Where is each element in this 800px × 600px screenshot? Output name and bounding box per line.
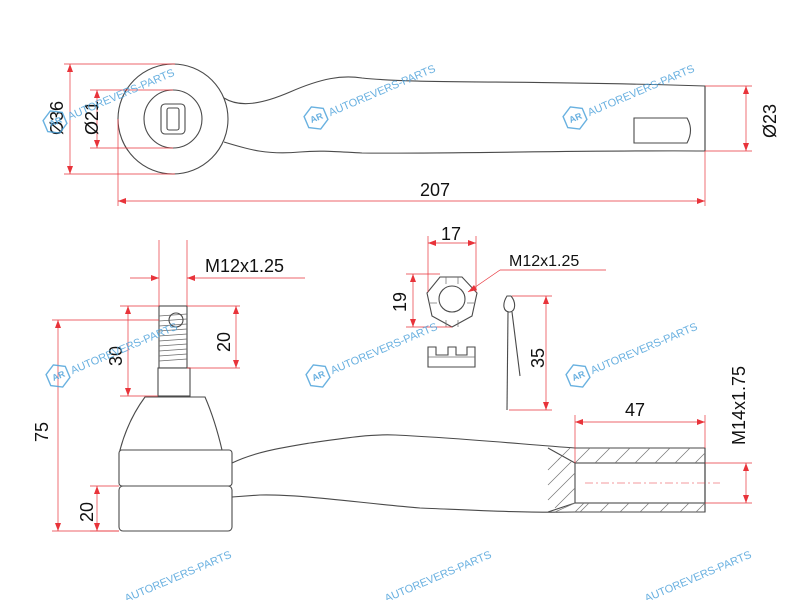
nut-thread-label: M12x1.25 — [509, 253, 579, 270]
watermark-2: AR AUTOREVERS-PARTS — [301, 63, 437, 134]
base-height-label: 20 — [77, 502, 97, 522]
watermark-logo-text: AR — [48, 114, 64, 128]
watermark-text: AUTOREVERS-PARTS — [383, 549, 493, 600]
watermark-text: AUTOREVERS-PARTS — [643, 549, 753, 600]
watermark-text: AUTOREVERS-PARTS — [123, 549, 233, 600]
castle-nut — [426, 276, 478, 368]
stud-pin-hole — [168, 312, 184, 328]
nut-dimensions: 17 19 M12x1.25 — [390, 224, 606, 328]
watermark-6: AR AUTOREVERS-PARTS — [563, 321, 699, 392]
eye-outer-circle — [117, 63, 229, 175]
watermark-7: AUTOREVERS-PARTS — [123, 549, 233, 600]
thread-length-label: 20 — [214, 332, 234, 352]
watermark-logo-text: AR — [311, 368, 327, 382]
shank-diameter-label: Ø23 — [760, 104, 780, 138]
cotter-pin-head — [503, 295, 516, 313]
overall-length-label: 207 — [420, 180, 450, 200]
cotter-pin — [503, 295, 521, 411]
watermark-text: AUTOREVERS-PARTS — [586, 63, 696, 119]
watermark-logo-text: AR — [309, 110, 325, 124]
bore-depth-label: 47 — [625, 400, 645, 420]
bore-chamfer — [547, 447, 576, 513]
side-arm-outline — [231, 434, 706, 513]
nut-slots — [430, 277, 474, 327]
top-view-dimensions: Ø36 Ø21 Ø23 207 — [47, 63, 780, 206]
eye-outer-diameter-label: Ø36 — [47, 101, 67, 135]
watermark-text: AUTOREVERS-PARTS — [329, 321, 439, 377]
eye-stud-hole — [166, 107, 180, 131]
chamfer-hatching — [547, 457, 576, 509]
stud-thread-label: M12x1.25 — [205, 256, 284, 276]
shank-slot — [633, 117, 692, 144]
cotter-pin-leg-2 — [511, 311, 521, 377]
bore-thread-label: M14x1.75 — [729, 366, 749, 445]
watermark-logo-text: AR — [571, 368, 587, 382]
housing-base — [118, 485, 233, 532]
bore-hatching-bottom — [554, 502, 706, 513]
nut-bore — [438, 285, 466, 313]
side-view — [118, 305, 720, 532]
watermark-text: AUTOREVERS-PARTS — [327, 63, 437, 119]
watermark-text: AUTOREVERS-PARTS — [589, 321, 699, 377]
housing-body — [119, 396, 223, 451]
watermark-logo-text: AR — [51, 368, 67, 382]
cotter-pin-dimensions: 35 — [509, 295, 552, 411]
top-view — [117, 63, 706, 175]
bore-hatching-top — [557, 447, 706, 464]
nut-hex-top — [426, 276, 478, 328]
watermark-logo-text: AR — [568, 110, 584, 124]
eye-hex-socket — [160, 103, 186, 135]
nut-width-label: 17 — [441, 224, 461, 244]
stud-thread-lines — [158, 313, 188, 362]
housing-collar — [118, 449, 233, 487]
watermark-3: AR AUTOREVERS-PARTS — [560, 63, 696, 134]
cotter-pin-leg-1 — [506, 311, 509, 411]
nut-height-label: 19 — [390, 292, 410, 312]
eye-inner-diameter-label: Ø21 — [82, 101, 102, 135]
watermark-5: AR AUTOREVERS-PARTS — [303, 321, 439, 392]
stud-neck — [157, 367, 191, 397]
stud-length-label: 30 — [106, 346, 126, 366]
cotter-pin-length-label: 35 — [528, 348, 548, 368]
watermark-9: AUTOREVERS-PARTS — [643, 549, 753, 600]
side-view-dimensions: M12x1.25 30 20 75 20 47 — [32, 240, 752, 532]
total-height-label: 75 — [32, 422, 52, 442]
watermark-8: AUTOREVERS-PARTS — [383, 549, 493, 600]
